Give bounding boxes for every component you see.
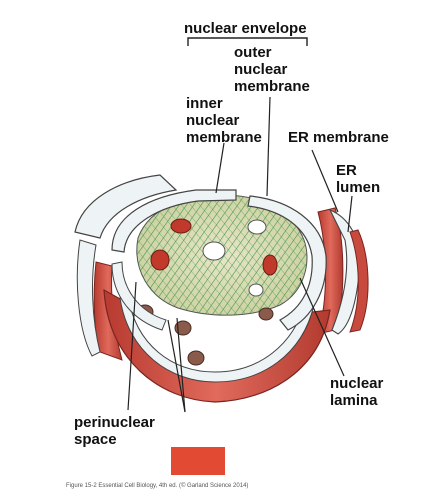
nuclear-pore — [262, 254, 278, 276]
label-nuclear-lamina: nuclear lamina — [330, 375, 384, 409]
label-nuclear-envelope: nuclear envelope — [184, 20, 307, 37]
nuclear-pore — [150, 249, 170, 271]
nuclear-pore — [247, 219, 267, 235]
label-perinuclear-space: perinuclear space — [74, 414, 155, 448]
nuclear-pore — [174, 320, 192, 336]
label-er-membrane: ER membrane — [288, 129, 389, 146]
envelope-rim-right — [247, 195, 327, 331]
envelope-bracket — [187, 37, 308, 46]
label-er-lumen: ER lumen — [336, 162, 381, 196]
nuclear-pore — [170, 218, 192, 234]
nuclear-pore — [248, 283, 264, 297]
nuclear-pore — [202, 241, 226, 261]
figure-caption: Figure 15-2 Essential Cell Biology, 4th … — [66, 483, 249, 489]
label-outer-nuclear-membrane: outer nuclear membrane — [234, 44, 310, 95]
label-inner-nuclear-membrane: inner nuclear membrane — [186, 95, 262, 146]
envelope-rim-left — [111, 189, 237, 253]
nuclear-pore — [187, 350, 205, 366]
nuclear-pore — [258, 307, 274, 321]
redaction-box — [171, 447, 225, 475]
leader-lines — [127, 96, 353, 413]
envelope-rim-left-lower — [111, 261, 167, 331]
